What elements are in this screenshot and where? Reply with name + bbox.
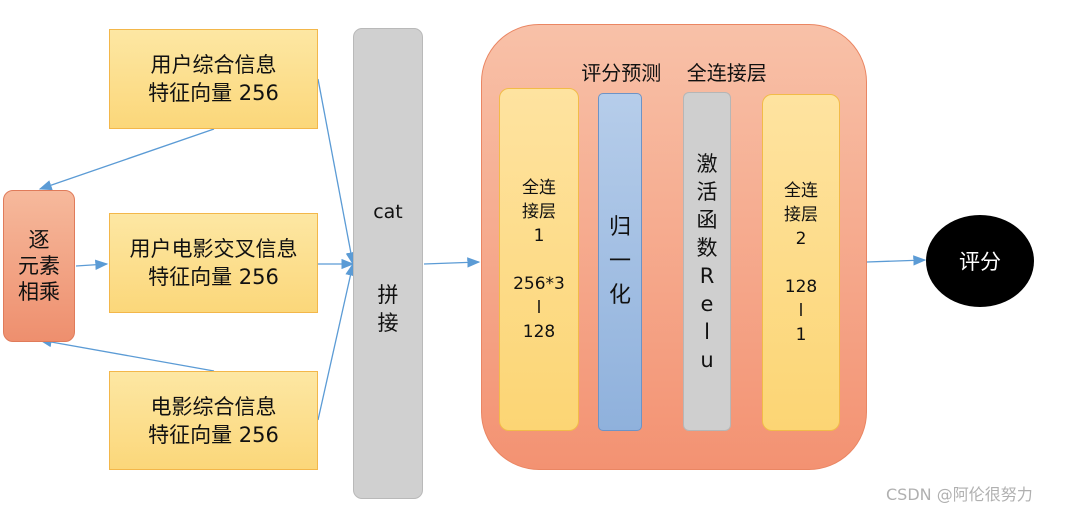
normalization-layer: 归 一 化 (598, 93, 642, 431)
arrow-user-to-elementwise (38, 128, 215, 191)
relu-line3: 函 (696, 207, 718, 232)
user-feature-line2: 特征向量 256 (148, 81, 279, 105)
arrow-movie-to-elementwise (38, 336, 215, 372)
concat-label-zh: 拼 接 (354, 281, 422, 337)
movie-feature-box: 电影综合信息 特征向量 256 (109, 371, 318, 470)
elementwise-multiply-box: 逐 元素 相乘 (3, 190, 75, 342)
fc1-line6: 128 (522, 321, 556, 342)
watermark: CSDN @阿伦很努力 (886, 485, 1033, 504)
fc2-line1: 全连 (784, 180, 818, 201)
score-output-node: 评分 (926, 215, 1034, 307)
fc1-line1: 全连 (522, 177, 556, 198)
concat-label-zh-1: 拼 (377, 283, 399, 307)
fc2-line5: l (798, 300, 804, 321)
fc1-line2: 接层 (522, 201, 556, 222)
arrow-elementwise-to-cross (75, 259, 109, 270)
relu-line7: l (704, 319, 710, 344)
fc2-line2: 接层 (784, 204, 818, 225)
norm-line1: 归 (608, 215, 631, 240)
norm-line2: 一 (608, 249, 631, 274)
arrow-cat-to-head (423, 257, 481, 268)
relu-line1: 激 (696, 151, 718, 176)
relu-line6: e (700, 291, 714, 316)
user-feature-box: 用户综合信息 特征向量 256 (109, 29, 318, 129)
fc-layer-2: 全连 接层 2 128 l 1 (762, 94, 840, 431)
elementwise-line3: 相乘 (18, 280, 60, 304)
concat-label-zh-2: 接 (377, 311, 399, 335)
panel-title: 评分预测 全连接层 (581, 61, 767, 85)
movie-feature-line2: 特征向量 256 (148, 422, 279, 447)
fc-layer-1: 全连 接层 1 256*3 l 128 (499, 88, 579, 431)
arrow-user-to-cat (317, 78, 356, 266)
fc2-line6: 1 (795, 324, 807, 345)
elementwise-line2: 元素 (18, 254, 60, 278)
relu-line4: 数 (696, 235, 718, 260)
fc1-line3: 1 (533, 225, 545, 246)
arrow-head-to-score (866, 255, 927, 266)
fc2-line4: 128 (784, 276, 818, 297)
cross-feature-line2: 特征向量 256 (148, 265, 279, 289)
fc2-line3: 2 (795, 228, 807, 249)
relu-line5: R (699, 263, 715, 288)
concat-box: cat 拼 接 (353, 28, 423, 499)
elementwise-line1: 逐 (28, 228, 50, 252)
fc1-line5: l (536, 297, 542, 318)
concat-label-cat: cat (373, 201, 403, 223)
cross-feature-line1: 用户电影交叉信息 (129, 237, 298, 261)
arrow-movie-to-cat (317, 262, 356, 421)
relu-activation-layer: 激 活 函 数 R e l u (683, 92, 731, 431)
norm-line3: 化 (608, 283, 631, 308)
relu-line8: u (700, 347, 714, 372)
relu-line2: 活 (696, 179, 718, 204)
user-feature-line1: 用户综合信息 (150, 53, 277, 77)
fc1-line4: 256*3 (513, 273, 565, 294)
cross-feature-box: 用户电影交叉信息 特征向量 256 (109, 213, 318, 313)
score-label: 评分 (959, 250, 1001, 274)
movie-feature-line1: 电影综合信息 (150, 394, 277, 419)
